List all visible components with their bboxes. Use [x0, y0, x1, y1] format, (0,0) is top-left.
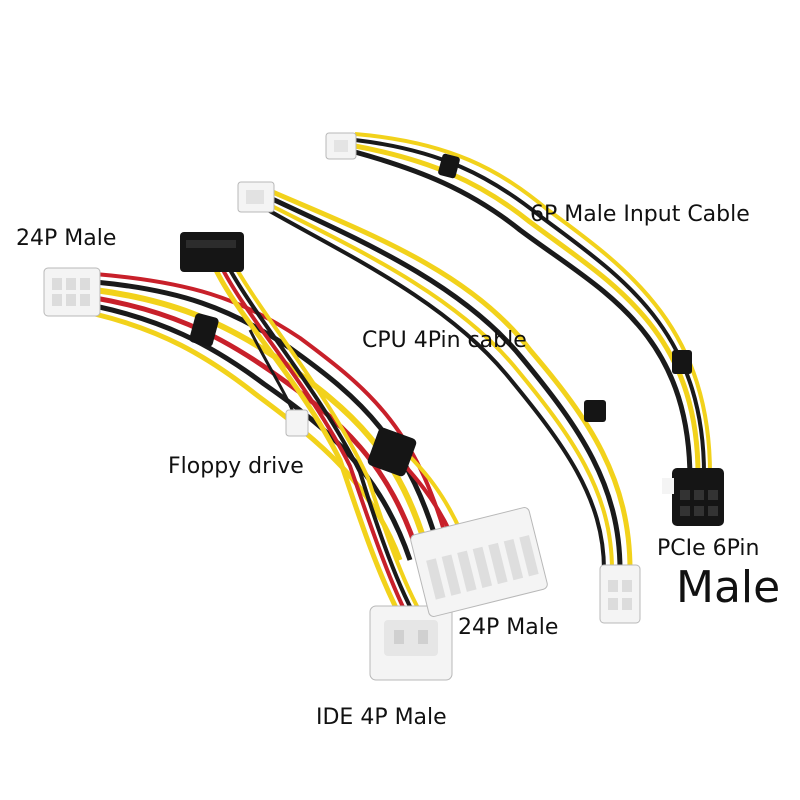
- label-6p-male-input-cable: 6P Male Input Cable: [530, 202, 750, 227]
- right-24p-connector: [410, 507, 548, 617]
- label-pcie-male: Male: [676, 562, 781, 613]
- label-ide-4p-male: IDE 4P Male: [316, 705, 447, 730]
- label-pcie-6pin: PCIe 6Pin: [657, 536, 760, 561]
- sata-connector: [180, 232, 244, 272]
- floppy-connector: [285, 409, 309, 437]
- cpu-4pin-top-connector: [237, 181, 275, 213]
- pcie-6pin-connector: [662, 468, 724, 526]
- label-floppy-drive: Floppy drive: [168, 454, 304, 479]
- six-pin-input-connector: [325, 132, 357, 160]
- cpu-4pin-cable: [237, 181, 641, 624]
- label-24p-male-right: 24P Male: [458, 615, 559, 640]
- ide-4p-connector: [369, 605, 453, 681]
- label-24p-male-left: 24P Male: [16, 226, 117, 251]
- left-24p-connector: [43, 267, 101, 317]
- main-harness-cable: [43, 232, 548, 681]
- label-cpu-4pin-cable: CPU 4Pin cable: [362, 328, 527, 353]
- cpu-4pin-connector: [599, 564, 641, 624]
- six-pin-input-cable: [325, 132, 724, 526]
